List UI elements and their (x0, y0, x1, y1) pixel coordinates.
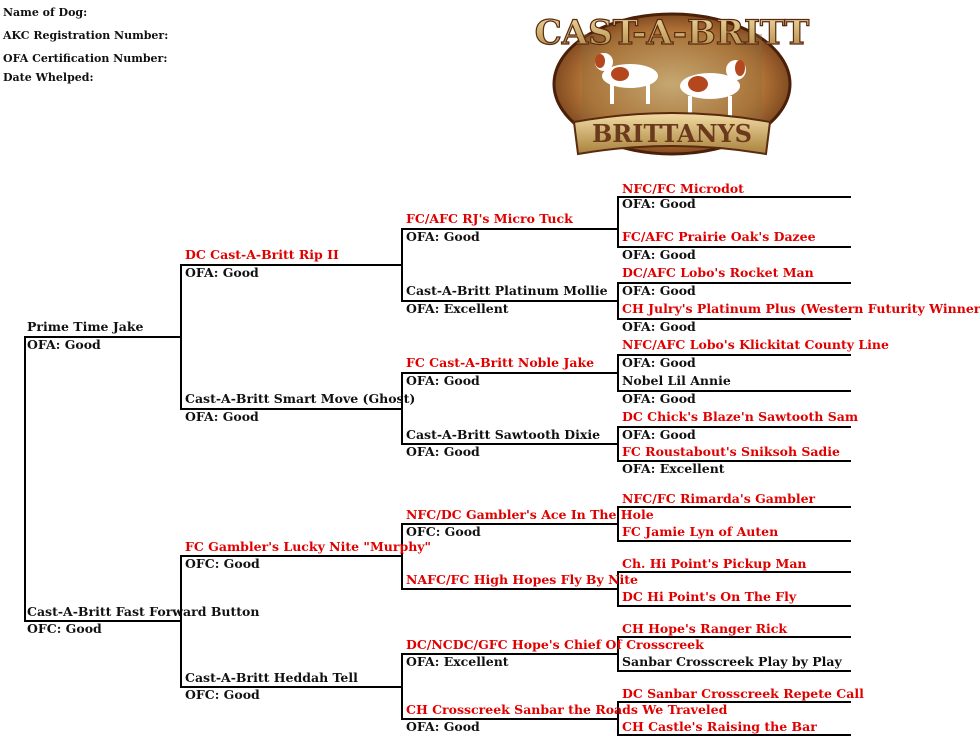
sire-name: Prime Time Jake (27, 319, 144, 334)
akc-registration-label: AKC Registration Number: (3, 29, 169, 42)
gen4-name-11: Ch. Hi Point's Pickup Man (622, 556, 807, 571)
gen4-name-9: NFC/FC Rimarda's Gambler (622, 491, 816, 506)
gen3-health-8: OFA: Good (406, 719, 480, 734)
gen4-name-13: CH Hope's Ranger Rick (622, 621, 788, 636)
gen3-name-2: Cast-A-Britt Platinum Mollie (406, 283, 608, 298)
gen4-name-6: Nobel Lil Annie (622, 373, 731, 388)
logo-top-text: CAST-A-BRITT (535, 13, 810, 53)
dam-name: Cast-A-Britt Fast Forward Button (27, 604, 260, 619)
sire-dam-health: OFA: Good (185, 409, 259, 424)
gen4-name-16: CH Castle's Raising the Bar (622, 719, 817, 734)
gen3-health-4: OFA: Good (406, 444, 480, 459)
dam-sire-health: OFC: Good (185, 556, 260, 571)
gen4-name-7: DC Chick's Blaze'n Sawtooth Sam (622, 409, 859, 424)
gen3-health-1: OFA: Good (406, 229, 480, 244)
gen3-health-3: OFA: Good (406, 373, 480, 388)
gen4-name-5: NFC/AFC Lobo's Klickitat County Line (622, 337, 889, 352)
dam-health: OFC: Good (27, 621, 102, 636)
dog-left-icon (595, 53, 658, 104)
gen4-health-3: OFA: Good (622, 283, 696, 298)
gen4-health-2: OFA: Good (622, 247, 696, 262)
gen4-name-14: Sanbar Crosscreek Play by Play (622, 654, 842, 669)
gen4-name-10: FC Jamie Lyn of Auten (622, 524, 779, 539)
dog-right-icon (680, 60, 746, 118)
sire-health: OFA: Good (27, 337, 101, 352)
date-whelped-label: Date Whelped: (3, 71, 94, 84)
gen4-health-7: OFA: Good (622, 427, 696, 442)
logo-bottom-text: BRITTANYS (592, 119, 752, 148)
gen3-name-1: FC/AFC RJ's Micro Tuck (406, 211, 573, 226)
gen4-name-2: FC/AFC Prairie Oak's Dazee (622, 229, 816, 244)
gen3-name-3: FC Cast-A-Britt Noble Jake (406, 355, 595, 370)
gen4-name-3: DC/AFC Lobo's Rocket Man (622, 265, 814, 280)
gen3-name-5: NFC/DC Gambler's Ace In The Hole (406, 507, 654, 522)
gen3-name-6: NAFC/FC High Hopes Fly By Nite (406, 572, 638, 587)
gen4-name-15: DC Sanbar Crosscreek Repete Call (622, 686, 864, 701)
gen3-health-7: OFA: Excellent (406, 654, 509, 669)
gen3-health-2: OFA: Excellent (406, 301, 509, 316)
cast-a-britt-logo: CAST-A-BRITT BRITTANYS (534, 12, 810, 156)
ofa-certification-label: OFA Certification Number: (3, 52, 168, 65)
dam-dam-health: OFC: Good (185, 687, 260, 702)
name-of-dog-label: Name of Dog: (3, 6, 88, 19)
gen4-health-1: OFA: Good (622, 196, 696, 211)
gen3-name-7: DC/NCDC/GFC Hope's Chief Of Crosscreek (406, 637, 704, 652)
gen4-health-5: OFA: Good (622, 355, 696, 370)
sire-sire-name: DC Cast-A-Britt Rip II (185, 247, 339, 262)
gen4-health-6: OFA: Good (622, 391, 696, 406)
sire-sire-health: OFA: Good (185, 265, 259, 280)
dam-sire-name: FC Gambler's Lucky Nite "Murphy" (185, 539, 432, 554)
gen3-health-5: OFC: Good (406, 524, 481, 539)
gen4-name-8: FC Roustabout's Sniksoh Sadie (622, 444, 840, 459)
gen4-name-1: NFC/FC Microdot (622, 181, 744, 196)
gen3-name-8: CH Crosscreek Sanbar the Roads We Travel… (406, 702, 728, 717)
gen3-name-4: Cast-A-Britt Sawtooth Dixie (406, 427, 601, 442)
gen4-name-12: DC Hi Point's On The Fly (622, 589, 797, 604)
gen4-name-4: CH Julry's Platinum Plus (Western Futuri… (622, 301, 980, 316)
gen4-health-8: OFA: Excellent (622, 461, 725, 476)
gen4-health-4: OFA: Good (622, 319, 696, 334)
sire-dam-name: Cast-A-Britt Smart Move (Ghost) (185, 391, 416, 406)
dam-dam-name: Cast-A-Britt Heddah Tell (185, 670, 358, 685)
